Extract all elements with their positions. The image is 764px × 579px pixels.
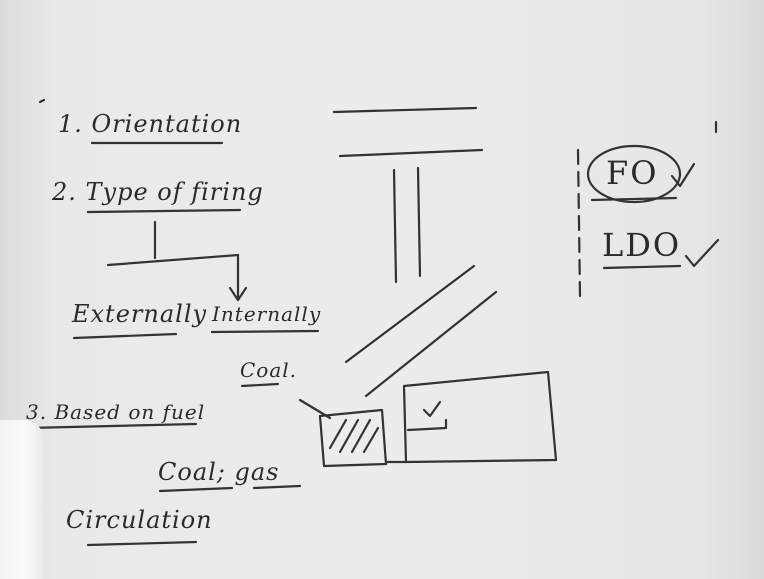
tree-arrow-head xyxy=(228,286,248,302)
underline-internally xyxy=(210,329,320,334)
ink-mark xyxy=(38,98,46,104)
underline-based-on-fuel xyxy=(26,422,198,430)
grate-hatch xyxy=(328,418,348,450)
grate-box xyxy=(318,408,388,468)
label-coal-gas: Coal; gas xyxy=(158,458,280,486)
riser-left xyxy=(392,168,398,284)
label-circulation: Circulation xyxy=(66,506,213,534)
fo-circle xyxy=(586,144,682,204)
tree-branch xyxy=(106,253,240,267)
underline-ldo xyxy=(602,264,682,270)
underline-coal-top xyxy=(240,382,280,388)
underline-externally xyxy=(72,332,178,340)
riser-right xyxy=(416,166,422,278)
underline-gas xyxy=(252,484,302,490)
label-ldo: LDO xyxy=(602,226,682,264)
label-externally: Externally xyxy=(72,300,208,328)
grate-hatch xyxy=(338,418,360,454)
coal-pointer xyxy=(298,398,332,420)
drum-line-bottom xyxy=(338,148,484,158)
label-fo: FO xyxy=(606,154,659,192)
flue-line-upper xyxy=(344,264,476,364)
furnace-check xyxy=(422,400,442,418)
label-orientation: 1. Orientation xyxy=(58,110,243,138)
presenter-sleeve xyxy=(0,420,44,579)
grate-hatch xyxy=(350,418,372,454)
drum-line-top xyxy=(332,106,478,114)
label-coal-top: Coal. xyxy=(240,358,298,382)
divider-line xyxy=(576,148,582,298)
underline-coal xyxy=(158,486,234,493)
label-based-on-fuel: 3. Based on fuel xyxy=(26,400,206,424)
underline-circulation xyxy=(86,540,198,547)
furnace-step xyxy=(406,418,448,432)
flue-line-lower xyxy=(364,290,498,398)
label-internally: Internally xyxy=(212,302,322,326)
grate-hatch xyxy=(362,426,380,454)
underline-type-of-firing xyxy=(86,208,242,214)
fo-check xyxy=(670,162,696,188)
furnace-box xyxy=(402,370,558,464)
ldo-check xyxy=(684,238,720,268)
fo-strike xyxy=(590,196,678,202)
label-type-of-firing: 2. Type of firing xyxy=(52,178,264,206)
